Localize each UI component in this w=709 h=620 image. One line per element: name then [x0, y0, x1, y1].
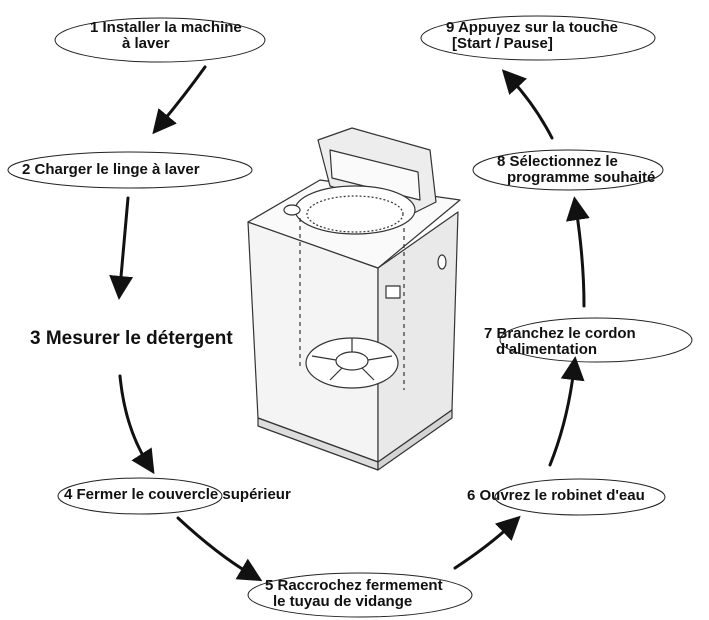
arrow-5-to-6 [453, 515, 521, 570]
arrow-6-to-7 [548, 356, 585, 467]
arrow-7-to-8 [565, 196, 590, 308]
step-9-line-1: 9 Appuyez sur la touche [446, 19, 618, 36]
step-5-line-2: le tuyau de vidange [273, 593, 413, 610]
step-6-label: 6 Ouvrez le robinet d'eau [467, 488, 645, 504]
step-1-ellipse [54, 17, 266, 63]
arrow-4-to-5 [176, 516, 263, 582]
washing-machine-illustration [247, 127, 461, 471]
step-8-label: 8 Sélectionnez le programme souhaité [497, 154, 655, 186]
step-4-ellipse [57, 477, 223, 515]
step-3-line-1: 3 Mesurer le détergent [30, 328, 233, 349]
step-1-label: 1 Installer la machine à laver [90, 20, 242, 52]
arrow-2-to-3 [109, 196, 134, 300]
step-5-label: 5 Raccrochez fermement le tuyau de vidan… [265, 578, 443, 610]
step-7-line-1: 7 Branchez le cordon [484, 325, 636, 342]
step-9-label: 9 Appuyez sur la touche [Start / Pause] [446, 20, 618, 52]
step-9-ellipse [420, 15, 656, 61]
step-7-ellipse [499, 317, 693, 363]
step-7-label: 7 Branchez le cordon d'alimentation [484, 326, 636, 358]
step-2-label: 2 Charger le linge à laver [22, 162, 200, 178]
step-5-line-1: 5 Raccrochez fermement [265, 577, 443, 594]
step-8-line-1: 8 Sélectionnez le [497, 153, 618, 170]
step-1-line-2: à laver [122, 35, 170, 52]
arrow-8-to-9 [501, 69, 554, 140]
step-8-line-2: programme souhaité [507, 169, 656, 186]
step-3-label: 3 Mesurer le détergent [30, 329, 233, 349]
step-6-line-1: 6 Ouvrez le robinet d'eau [467, 487, 645, 504]
arrow-3-to-4 [118, 374, 155, 475]
arrow-1-to-2 [152, 65, 207, 135]
step-2-ellipse [7, 151, 253, 189]
step-7-line-2: d'alimentation [496, 341, 598, 358]
step-4-label: 4 Fermer le couvercle supérieur [64, 487, 291, 503]
step-4-line-1: 4 Fermer le couvercle supérieur [64, 486, 291, 503]
step-5-ellipse [247, 572, 473, 618]
step-8-ellipse [472, 149, 664, 191]
step-2-line-1: 2 Charger le linge à laver [22, 161, 200, 178]
step-6-ellipse [494, 478, 666, 516]
step-9-line-2: [Start / Pause] [452, 35, 553, 52]
step-1-line-1: 1 Installer la machine [90, 19, 242, 36]
